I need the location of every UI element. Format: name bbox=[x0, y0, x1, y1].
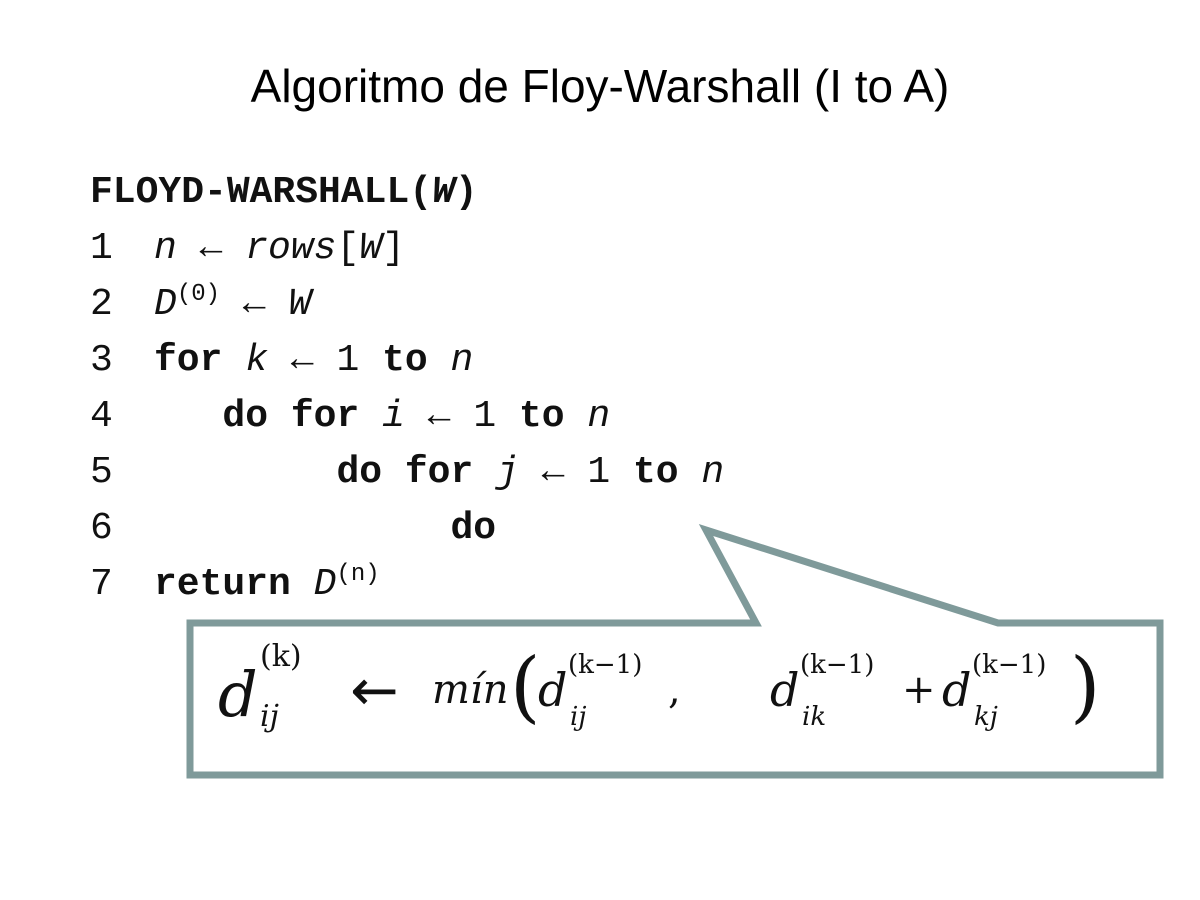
assign-arrow: ← bbox=[541, 451, 565, 494]
keyword-for: for bbox=[154, 339, 223, 382]
start-value: 1 bbox=[473, 395, 497, 438]
formula-close-paren: ) bbox=[1070, 642, 1101, 732]
keyword-do: do bbox=[450, 507, 497, 550]
var-w: W bbox=[359, 227, 383, 270]
formula-lhs-sup: (k) bbox=[260, 639, 302, 674]
formula-term1-d: d bbox=[538, 663, 568, 717]
start-value: 1 bbox=[587, 451, 611, 494]
formula-open-paren: ( bbox=[510, 642, 541, 732]
formula-lhs-sub: ij bbox=[260, 699, 279, 734]
formula-term3-sub: kj bbox=[974, 702, 998, 732]
procedure-close-paren: ) bbox=[454, 171, 478, 214]
var-i: i bbox=[382, 395, 405, 438]
formula-term3-sup: (k−1) bbox=[972, 650, 1047, 680]
superscript-n: (n) bbox=[336, 561, 380, 588]
formula-term2-d: d bbox=[770, 663, 800, 717]
formula-term2-sub: ik bbox=[802, 702, 827, 732]
var-n: n bbox=[450, 339, 474, 382]
procedure-param: W bbox=[432, 171, 455, 214]
var-k: k bbox=[245, 339, 269, 382]
line-number: 6 bbox=[90, 507, 113, 550]
var-j: j bbox=[496, 451, 519, 494]
keyword-do: do bbox=[222, 395, 269, 438]
open-bracket: [ bbox=[336, 227, 360, 270]
formula-term3-d: d bbox=[942, 663, 972, 717]
keyword-to: to bbox=[632, 451, 679, 494]
keyword-for: for bbox=[404, 451, 474, 494]
assign-arrow: ← bbox=[427, 395, 451, 438]
keyword-to: to bbox=[518, 395, 565, 438]
keyword-for: for bbox=[290, 395, 360, 438]
keyword-return: return bbox=[154, 563, 291, 606]
var-n: n bbox=[701, 451, 725, 494]
procedure-open-paren: ( bbox=[409, 171, 433, 214]
code-line-4: 4 do for i ← 1 to n bbox=[90, 392, 610, 442]
formula-term1-sub: ij bbox=[570, 702, 587, 732]
var-n: n bbox=[587, 395, 611, 438]
keyword-do: do bbox=[336, 451, 383, 494]
code-line-5: 5 do for j ← 1 to n bbox=[90, 448, 724, 498]
procedure-header: FLOYD-WARSHALL(W) bbox=[90, 168, 478, 218]
var-w: W bbox=[288, 283, 312, 326]
close-bracket: ] bbox=[382, 227, 405, 270]
var-n: n bbox=[154, 227, 177, 270]
line-number: 2 bbox=[90, 283, 113, 326]
line-number: 1 bbox=[90, 227, 113, 270]
formula-lhs-d: d bbox=[218, 658, 258, 731]
formula-term1-sup: (k−1) bbox=[568, 650, 643, 680]
callout-outline bbox=[186, 524, 1164, 779]
line-number: 3 bbox=[90, 339, 113, 382]
formula-arrow: ← bbox=[350, 656, 399, 724]
slide-title: Algoritmo de Floy-Warshall (I to A) bbox=[250, 60, 950, 112]
start-value: 1 bbox=[336, 339, 360, 382]
func-rows: rows bbox=[245, 227, 337, 270]
formula-term2-sup: (k−1) bbox=[800, 650, 875, 680]
procedure-name: FLOYD-WARSHALL bbox=[90, 171, 410, 214]
formula-min: mín bbox=[432, 667, 509, 713]
code-line-6: 6 do bbox=[90, 504, 496, 554]
formula-plus: + bbox=[902, 667, 936, 713]
var-d: D bbox=[313, 563, 337, 606]
assign-arrow: ← bbox=[199, 227, 223, 270]
line-number: 7 bbox=[90, 563, 113, 606]
line-number: 5 bbox=[90, 451, 113, 494]
superscript-0: (0) bbox=[176, 281, 221, 308]
assign-arrow: ← bbox=[242, 283, 266, 326]
line-number: 4 bbox=[90, 395, 113, 438]
assign-arrow: ← bbox=[290, 339, 314, 382]
code-line-3: 3 for k ← 1 to n bbox=[90, 336, 473, 386]
keyword-to: to bbox=[382, 339, 428, 382]
code-line-7: 7 return D(n) bbox=[90, 560, 380, 610]
formula-comma: , bbox=[668, 667, 681, 713]
var-d: D bbox=[154, 283, 177, 326]
